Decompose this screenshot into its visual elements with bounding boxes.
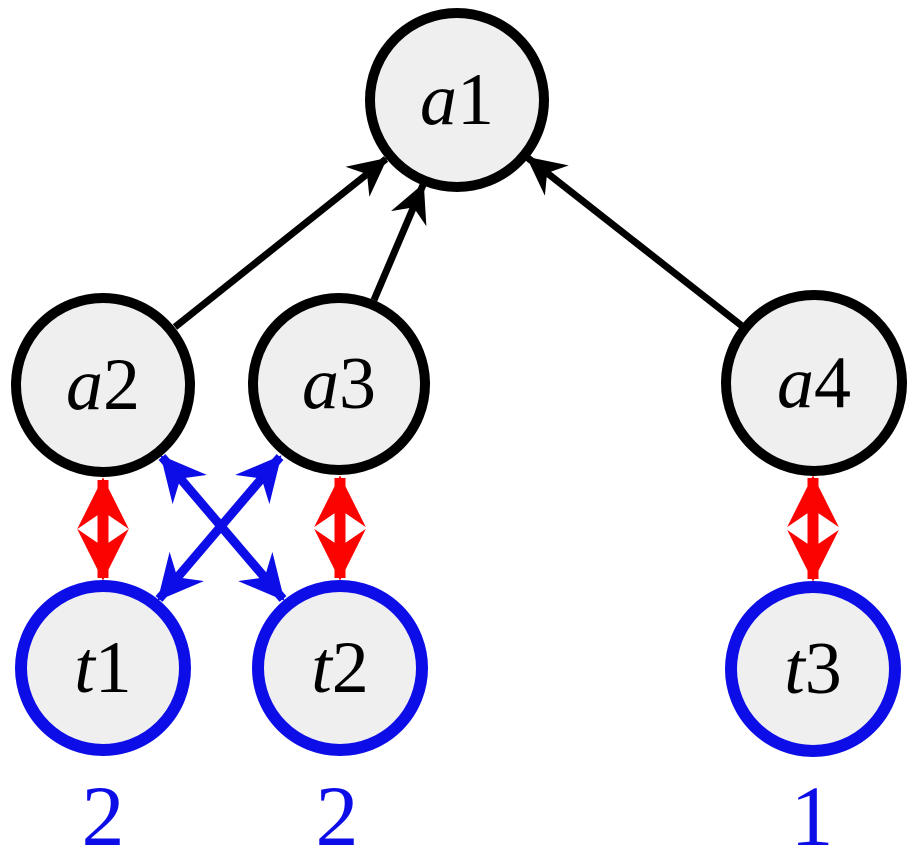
node-a3-circle: [248, 293, 430, 475]
node-a4-label: a4: [777, 342, 851, 424]
count-t2: 2: [315, 768, 359, 860]
node-t2-label: t2: [311, 627, 369, 709]
node-t3-circle: [725, 581, 901, 757]
node-t2-circle: [252, 580, 428, 756]
node-a4-circle: [721, 290, 907, 476]
count-t3: 1: [790, 768, 834, 860]
node-t3-label: t3: [784, 628, 842, 710]
node-a2-label: a2: [66, 344, 140, 426]
node-a3-label: a3: [302, 343, 376, 425]
arrow-a2-to-a1: [172, 156, 389, 330]
count-t1: 2: [81, 768, 125, 860]
arrow-a3-to-a1: [370, 183, 427, 302]
node-a1-label: a1: [420, 59, 494, 141]
node-t1-label: t1: [74, 627, 132, 709]
node-t1-circle: [15, 580, 191, 756]
node-a1-circle: [365, 8, 549, 192]
arrow-a4-to-a1: [525, 155, 745, 329]
blue-link-t1-a3: [155, 454, 284, 602]
node-a2-circle: [11, 293, 195, 477]
